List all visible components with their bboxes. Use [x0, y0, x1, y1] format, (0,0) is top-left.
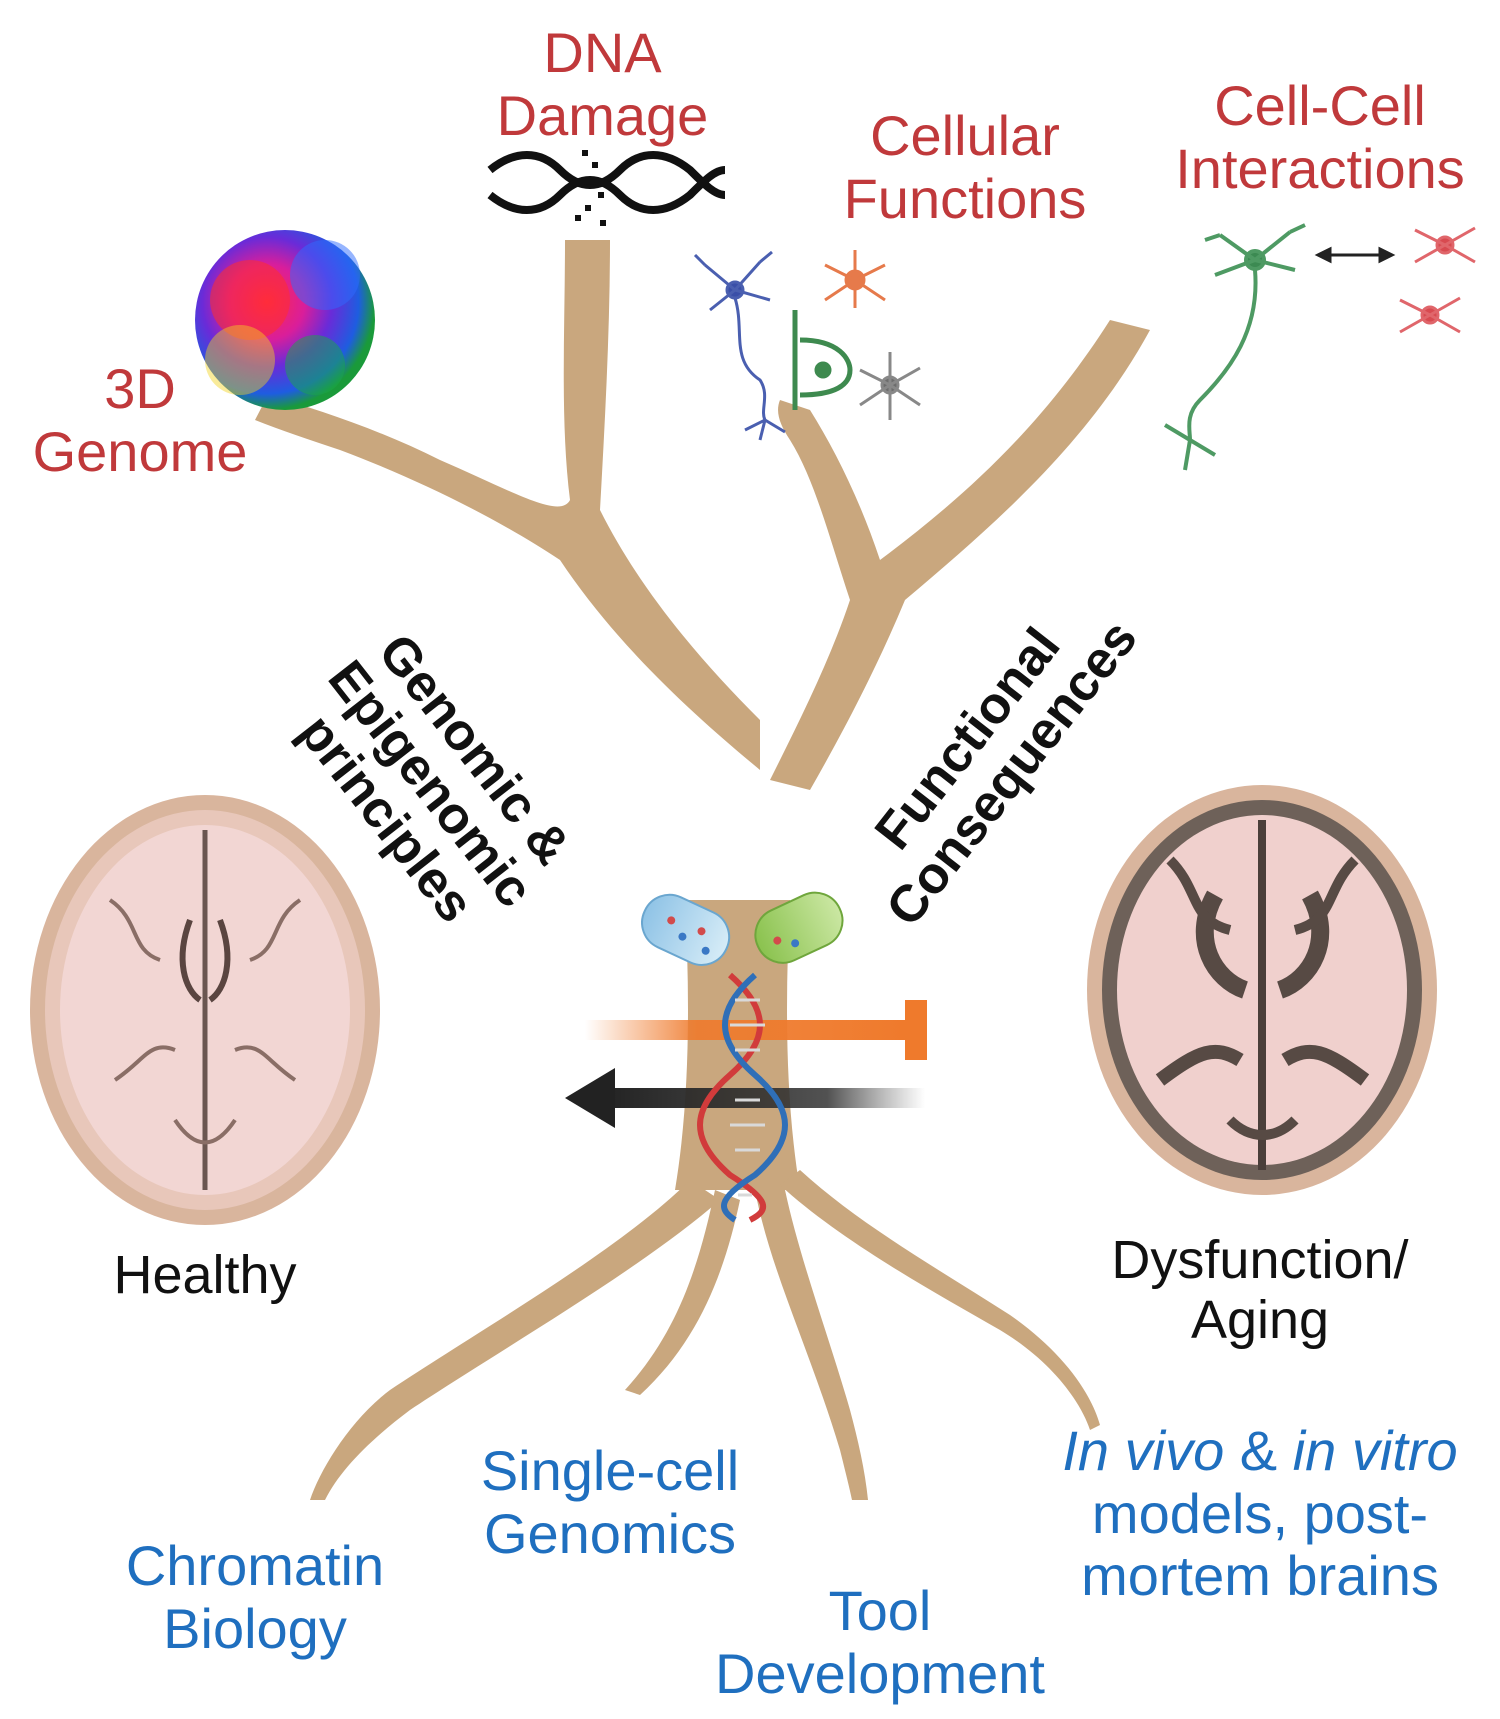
label-in-vivo: In vivo — [1062, 1419, 1225, 1482]
label-3d-genome-text: 3D Genome — [32, 357, 248, 483]
neuron-orange-icon — [824, 250, 886, 308]
label-models-line2: models, post- mortem brains — [1081, 1481, 1439, 1608]
neuron-blue-icon — [693, 250, 786, 441]
green-capsule-icon — [754, 891, 844, 964]
label-chromatin-biology-text: Chromatin Biology — [125, 1534, 385, 1660]
bidirectional-arrow-icon — [1314, 246, 1396, 264]
root-right — [780, 1170, 1100, 1430]
inhibition-arrow-icon — [585, 1000, 927, 1060]
root-midleft — [625, 1190, 740, 1395]
label-dysfunction-aging: Dysfunction/ Aging — [1060, 1230, 1460, 1351]
label-ampersand: & — [1224, 1419, 1293, 1482]
label-healthy: Healthy — [60, 1245, 350, 1305]
label-in-vitro: in vitro — [1292, 1419, 1458, 1482]
neuron-gray-icon — [859, 352, 921, 420]
tree-shape — [255, 240, 1150, 1500]
label-single-cell-genomics-text: Single-cell Genomics — [480, 1439, 740, 1565]
label-3d-genome: 3D Genome — [10, 357, 270, 483]
root-mid — [755, 1190, 868, 1500]
label-tool-development: Tool Development — [690, 1579, 1070, 1705]
label-cellular-functions: Cellular Functions — [815, 104, 1115, 230]
tree-trunk — [675, 900, 800, 1190]
branch-left — [255, 240, 760, 770]
genome-sphere-icon — [195, 230, 375, 410]
label-models-line1: In vivo & in vitro — [1030, 1419, 1490, 1483]
label-cellular-functions-text: Cellular Functions — [843, 104, 1087, 230]
label-single-cell-genomics: Single-cell Genomics — [450, 1439, 770, 1565]
label-dna-damage-text: DNA Damage — [496, 21, 709, 147]
neuron-green-icon — [1163, 223, 1306, 471]
label-dysfunction-aging-text: Dysfunction/ Aging — [1111, 1230, 1409, 1351]
label-models: In vivo & in vitro models, post- mortem … — [1030, 1419, 1490, 1608]
label-cell-cell-interactions: Cell-Cell Interactions — [1150, 74, 1490, 200]
reverse-arrow-icon — [565, 1068, 925, 1128]
healthy-brain-icon — [30, 795, 380, 1225]
blue-capsule-icon — [641, 893, 731, 966]
branch-right — [770, 320, 1150, 790]
synapse-icon — [792, 310, 853, 410]
root-left — [310, 1180, 720, 1500]
dna-break-dots-icon — [575, 150, 606, 226]
label-dna-damage: DNA Damage — [470, 21, 735, 147]
label-cell-cell-interactions-text: Cell-Cell Interactions — [1175, 74, 1465, 200]
label-chromatin-biology: Chromatin Biology — [90, 1534, 420, 1660]
aging-brain-icon — [1087, 785, 1437, 1195]
dna-helix-icon — [697, 972, 788, 1223]
neuron-red-icon — [1399, 226, 1476, 334]
label-tool-development-text: Tool Development — [715, 1579, 1045, 1705]
label-healthy-text: Healthy — [113, 1245, 297, 1305]
dna-damage-icon — [487, 151, 726, 214]
